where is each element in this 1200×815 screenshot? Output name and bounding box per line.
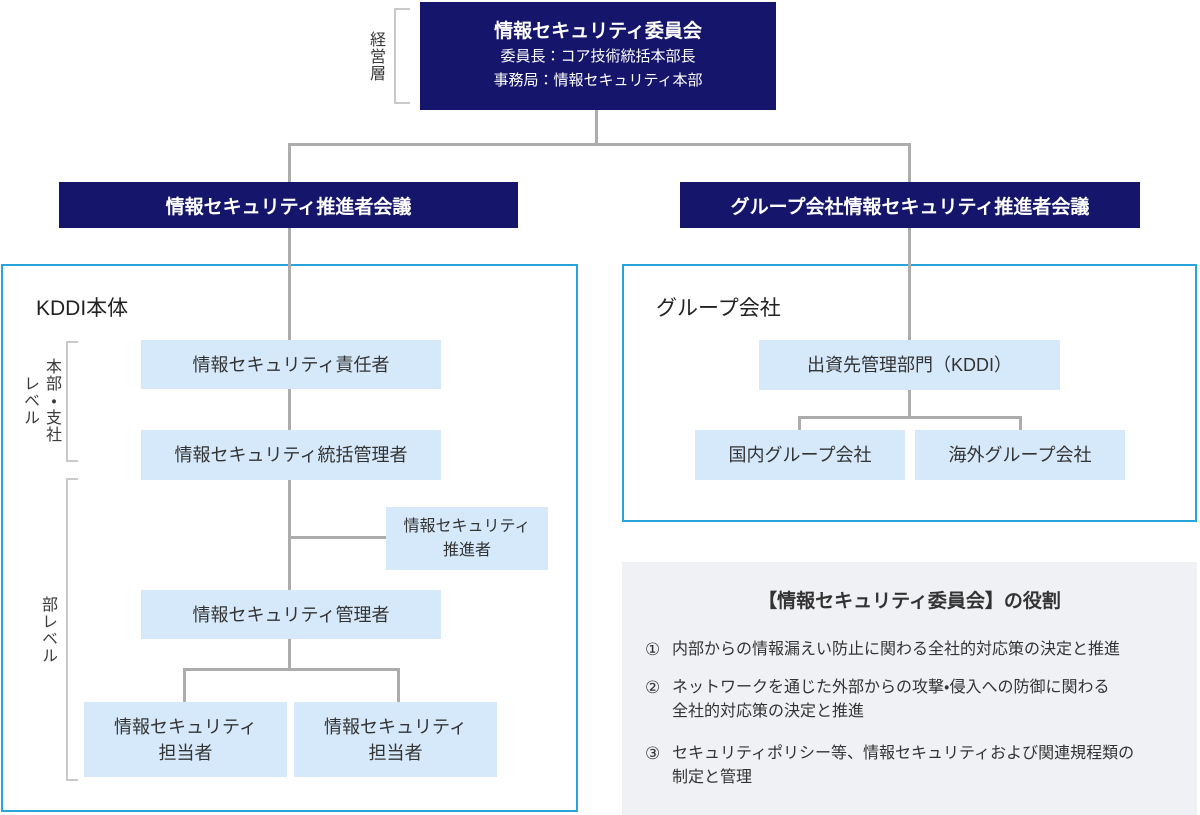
connector-group-horizontal (798, 416, 1022, 419)
kddi-section-label: KDDI本体 (36, 297, 129, 320)
committee-office: 事務局：情報セキュリティ本部 (493, 72, 703, 89)
domestic-group-box: 国内グループ会社 (695, 430, 905, 480)
connector-to-right-council (908, 143, 911, 182)
general-manager-box: 情報セキュリティ統括管理者 (141, 430, 441, 480)
management-layer-label: 経営層 (367, 30, 384, 82)
staff-left-box: 情報セキュリティ 担当者 (84, 702, 287, 777)
committee-title: 情報セキュリティ委員会 (494, 21, 702, 42)
connector-to-promoter (288, 536, 386, 539)
group-council-box: グループ会社情報セキュリティ推進者会議 (680, 182, 1140, 228)
dept-level-bracket (66, 478, 78, 781)
role-item-1-text: 内部からの情報漏えい防止に関わる全社的対応策の決定と推進 (672, 641, 1121, 658)
connector-left-trunk-2 (288, 389, 291, 430)
hq-branch-bracket (66, 341, 78, 462)
connector-right-trunk-1 (908, 228, 911, 340)
connector-committee-down (595, 110, 598, 146)
overseas-group-box: 海外グループ会社 (915, 430, 1125, 480)
role-item-3-number: ③ (645, 744, 661, 763)
promoter-box: 情報セキュリティ 推進者 (386, 507, 548, 570)
connector-domestic-drop (798, 416, 801, 430)
kddi-council-box: 情報セキュリティ推進者会議 (59, 182, 518, 228)
manager-box: 情報セキュリティ管理者 (141, 590, 441, 639)
connector-staff-horizontal (183, 668, 400, 671)
management-layer-bracket (394, 8, 410, 104)
connector-left-trunk-3 (288, 480, 291, 590)
role-item-2-number: ② (645, 678, 661, 697)
investment-management-box: 出資先管理部門（KDDI） (759, 340, 1060, 390)
dept-level-label: 部レベル (39, 596, 56, 664)
group-section-label: グループ会社 (656, 297, 781, 320)
hq-branch-label: 本部・支社レベル (21, 357, 60, 443)
responsible-box: 情報セキュリティ責任者 (141, 340, 441, 389)
connector-right-trunk-2 (908, 390, 911, 419)
roles-panel: 【情報セキュリティ委員会】の役割 ① 内部からの情報漏えい防止に関わる全社的対応… (622, 562, 1197, 815)
role-item-3-text: セキュリティポリシー等、情報セキュリティおよび関連規程類の 制定と管理 (672, 745, 1135, 786)
role-item-2-text: ネットワークを通じた外部からの攻撃・侵入への防御に関わる 全社的対応策の決定と推… (672, 679, 1110, 720)
connector-to-left-council (288, 143, 291, 182)
role-item-1-number: ① (645, 640, 661, 659)
connector-staff-right-drop (397, 668, 400, 702)
connector-top-horizontal (288, 143, 911, 146)
committee-box: 情報セキュリティ委員会 委員長：コア技術統括本部長 事務局：情報セキュリティ本部 (420, 2, 776, 110)
roles-panel-title: 【情報セキュリティ委員会】の役割 (758, 591, 1061, 612)
connector-staff-left-drop (183, 668, 186, 702)
connector-overseas-drop (1019, 416, 1022, 430)
staff-right-box: 情報セキュリティ 担当者 (294, 702, 497, 777)
committee-chair: 委員長：コア技術統括本部長 (500, 48, 696, 65)
connector-left-trunk-4 (288, 639, 291, 671)
connector-left-trunk-1 (288, 228, 291, 340)
